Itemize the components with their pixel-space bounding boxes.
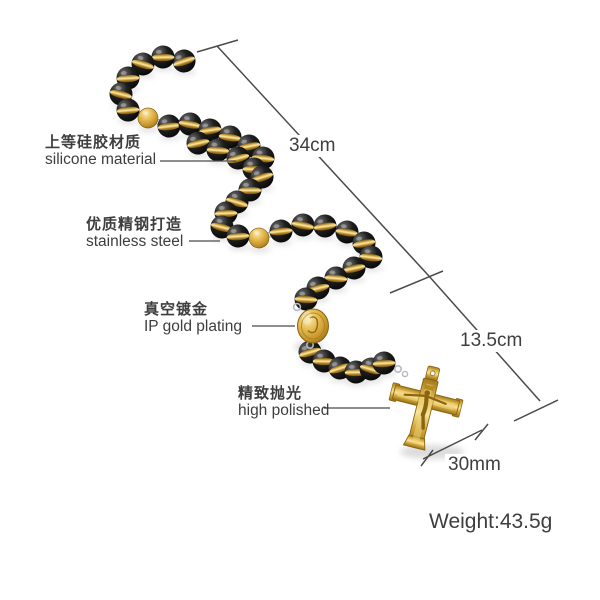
bail-hole bbox=[429, 370, 436, 377]
dimension-line-chain-and-drop bbox=[216, 45, 541, 402]
label-zh-text: 上等硅胶材质 bbox=[45, 134, 142, 151]
label-zh-text: 优质精钢打造 bbox=[86, 216, 183, 233]
label-zh-text: 精致抛光 bbox=[238, 385, 303, 402]
label-high-polished: 精致抛光 high polished bbox=[238, 385, 329, 419]
dimension-end-cap bbox=[196, 39, 239, 53]
dimension-line-cross-width bbox=[422, 429, 483, 460]
label-zh-text: 真空镀金 bbox=[144, 301, 209, 318]
rosary-bead bbox=[359, 245, 383, 269]
gold-medal-coin bbox=[297, 308, 329, 344]
rosary-bead bbox=[342, 256, 366, 280]
medallion-pendant bbox=[292, 302, 329, 349]
weight-text: Weight:43.5g bbox=[429, 510, 553, 533]
gold-cross-body bbox=[388, 365, 464, 451]
rosary-bead bbox=[131, 52, 155, 76]
medal-figure-relief bbox=[307, 316, 319, 334]
label-en-text: IP gold plating bbox=[144, 318, 242, 335]
label-en-text: silicone material bbox=[45, 151, 157, 168]
rosary-bead bbox=[291, 213, 315, 237]
rosary-bead bbox=[324, 266, 348, 290]
label-ip-gold-plating: 真空镀金 IP gold plating bbox=[144, 301, 242, 335]
dimension-chain-length: 34cm bbox=[286, 135, 339, 157]
dimension-end-cap bbox=[513, 399, 559, 422]
jump-ring bbox=[292, 302, 302, 312]
dimension-cross-width: 30mm bbox=[445, 454, 504, 476]
label-en-text: high polished bbox=[238, 402, 330, 419]
rosary-bead bbox=[226, 224, 250, 248]
label-en-text: stainless steel bbox=[86, 233, 184, 250]
rosary-bead bbox=[313, 214, 337, 238]
medal-inner-rim bbox=[301, 312, 325, 340]
label-pointer-lines bbox=[160, 160, 390, 409]
rosary-bead bbox=[116, 98, 140, 122]
dimension-drop-length: 13.5cm bbox=[457, 330, 526, 352]
rosary-bead bbox=[206, 138, 230, 162]
rosary-bead bbox=[172, 49, 196, 73]
rosary-bead bbox=[178, 112, 202, 136]
rosary-bead bbox=[269, 219, 293, 243]
rosary-bead bbox=[335, 220, 359, 244]
label-silicone-material: 上等硅胶材质 silicone material bbox=[45, 134, 156, 168]
label-stainless-steel: 优质精钢打造 stainless steel bbox=[86, 216, 183, 250]
rosary-bead bbox=[151, 45, 175, 69]
medal-highlight bbox=[302, 311, 312, 325]
rosary-bead-gold bbox=[137, 107, 159, 129]
dimension-mid-cap bbox=[389, 270, 444, 294]
dimension-end-cap bbox=[474, 423, 489, 441]
rosary-bead bbox=[186, 131, 210, 155]
dimension-lines bbox=[196, 39, 559, 467]
rosary-bead bbox=[157, 114, 181, 138]
jump-ring bbox=[401, 370, 409, 378]
rosary-bead-gold bbox=[248, 227, 270, 249]
crucifix-cross-pendant bbox=[388, 364, 464, 451]
dimension-end-cap bbox=[420, 449, 434, 467]
crucifix-corpus bbox=[403, 390, 447, 430]
rosary-bead-chain bbox=[109, 45, 396, 384]
rosary-bead bbox=[372, 351, 396, 375]
inri-plaque bbox=[424, 384, 434, 391]
jump-ring bbox=[393, 364, 402, 373]
